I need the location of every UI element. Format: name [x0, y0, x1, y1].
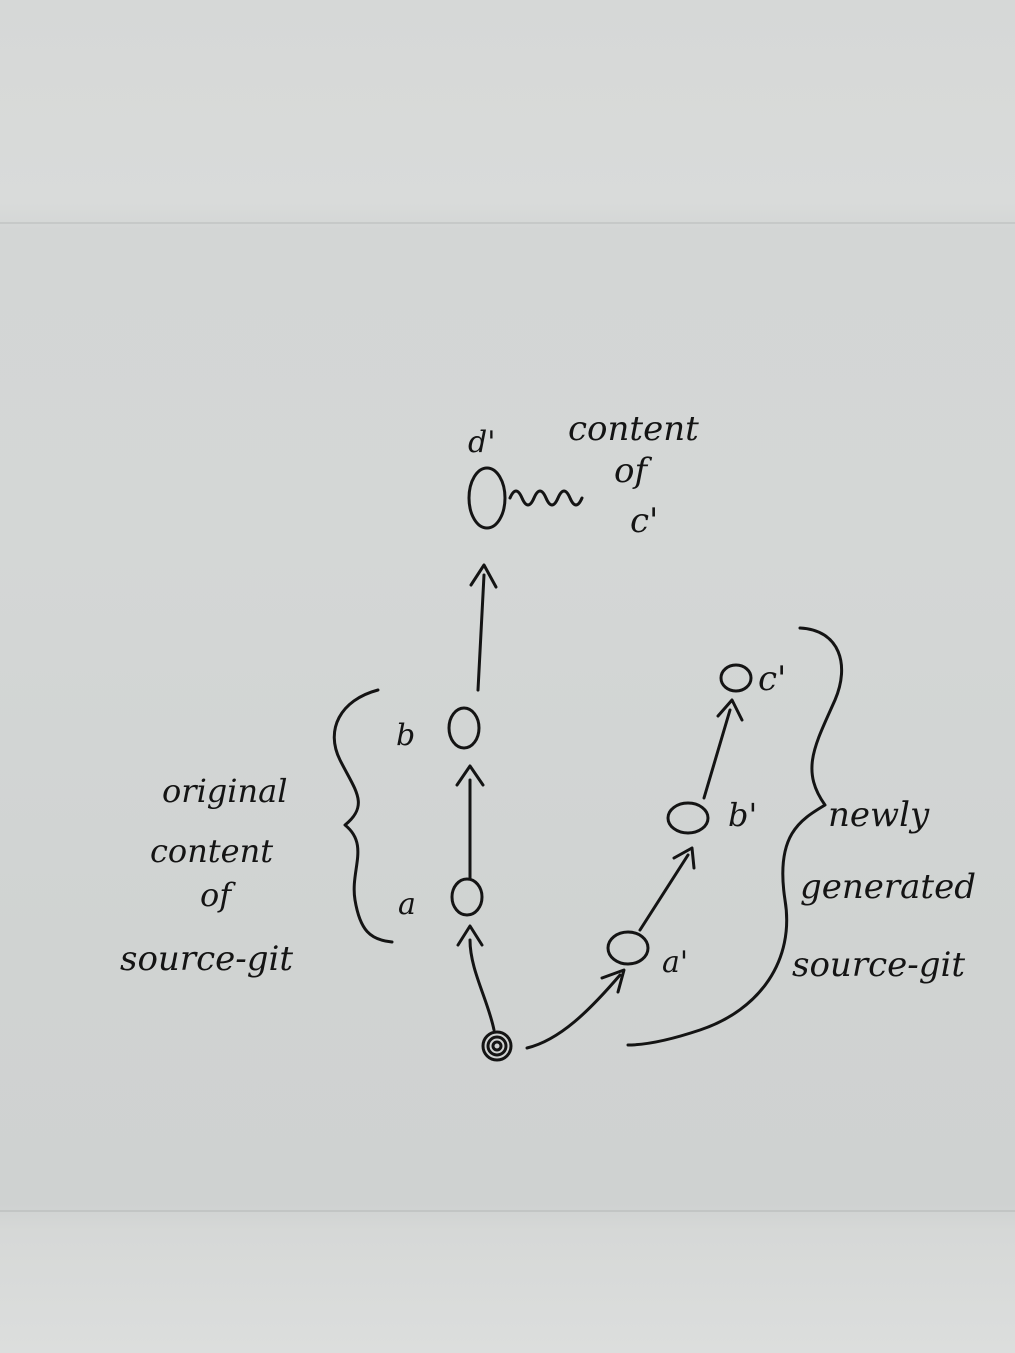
new-note-line1: newly [828, 795, 930, 835]
commit-b-prime [666, 801, 710, 835]
arrow-a-to-b [455, 764, 485, 880]
commit-c-prime [719, 663, 753, 693]
label-a-prime: a' [662, 945, 688, 980]
arrow-root-to-a [456, 924, 496, 1032]
content-note-line2: of [614, 451, 652, 491]
original-note-line3: of [200, 876, 236, 914]
arrow-b-to-d-prime [469, 563, 498, 692]
original-note-line2: content [150, 832, 273, 870]
right-brace [626, 626, 844, 1047]
commit-b [447, 706, 481, 750]
content-note-line3: c' [630, 501, 658, 541]
label-b-prime: b' [728, 796, 757, 834]
label-d-prime: d' [468, 425, 495, 460]
wall-edge [0, 222, 1015, 224]
root-commit [481, 1030, 513, 1062]
new-note-line3: source-git [792, 945, 965, 985]
commit-a-prime [606, 930, 650, 966]
new-note-line2: generated [800, 867, 976, 907]
commit-d-prime [467, 466, 507, 530]
left-brace [332, 688, 394, 944]
commit-a [450, 877, 484, 917]
label-a: a [398, 887, 416, 922]
arrow-b-prime-to-c-prime [702, 698, 744, 800]
content-note-line1: content [568, 409, 699, 449]
squiggle-connector [508, 489, 584, 507]
original-note-line1: original [162, 772, 287, 810]
label-b: b [396, 718, 415, 753]
board-bottom-edge [0, 1210, 1015, 1212]
label-c-prime: c' [758, 659, 786, 699]
arrow-root-to-a-prime [525, 968, 626, 1050]
original-note-line4: source-git [120, 939, 293, 979]
arrow-a-prime-to-b-prime [638, 846, 696, 932]
